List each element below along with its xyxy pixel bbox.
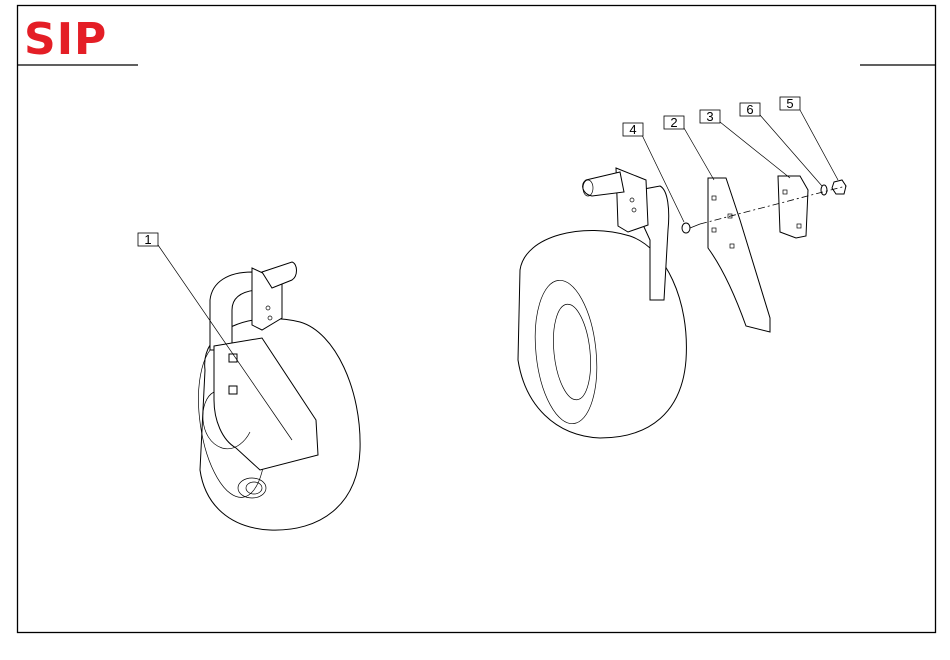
callout-5: 5 [780, 96, 838, 180]
svg-text:1: 1 [144, 232, 151, 247]
wheel-assembly-left [189, 262, 360, 530]
svg-text:2: 2 [670, 115, 677, 130]
callout-2: 2 [664, 115, 714, 180]
callout-3: 3 [700, 109, 790, 178]
wheel-assembly-right [518, 168, 846, 438]
scraper-bracket [778, 176, 808, 238]
svg-text:5: 5 [786, 96, 793, 111]
callout-6: 6 [740, 102, 822, 186]
nut [832, 180, 846, 194]
svg-text:6: 6 [746, 102, 753, 117]
svg-text:4: 4 [629, 122, 636, 137]
carriage-bolt [682, 223, 690, 233]
svg-text:3: 3 [706, 109, 713, 124]
scraper-blade [708, 178, 770, 332]
left-bolt-2 [229, 386, 237, 394]
right-spindle [583, 172, 624, 196]
brand-logo: SIP [24, 14, 107, 65]
washer [821, 185, 827, 195]
